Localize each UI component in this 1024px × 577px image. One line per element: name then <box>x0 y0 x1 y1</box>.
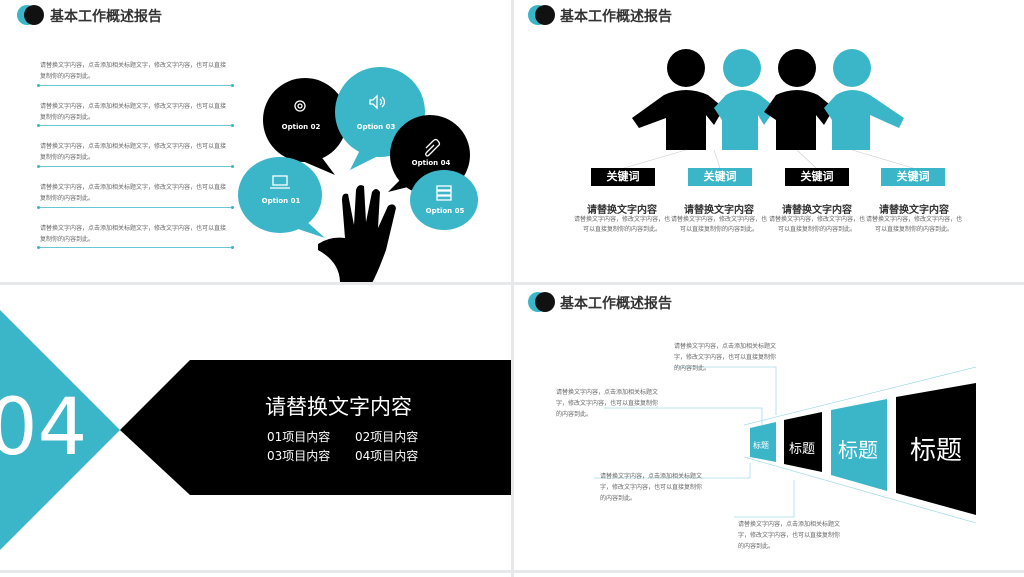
funnel-label: 标题 <box>753 441 769 450</box>
funnel-graphic <box>594 366 977 524</box>
description-text: 请替换文字内容，点击添加相关标题文字，修改文字内容，也可以直接复制你的内容到此。 <box>674 343 777 372</box>
description-text: 请替换文字内容，点击添加相关标题文字，修改文字内容，也可以直接复制你的内容到此。 <box>556 389 659 418</box>
option-05-label: Option 05 <box>425 207 465 215</box>
bubble-option-02 <box>263 78 347 162</box>
list-item: 请替换文字内容，点击添加相关标题文字，修改文字内容，也可以直接复制你的内容到此。 <box>40 103 227 121</box>
slide-4[interactable]: 基本工作概述报告 标题 标题 标题 标题 请替换文字内容，点击添加相关标题文字，… <box>514 285 1024 570</box>
option-04-label: Option 04 <box>411 159 451 167</box>
list-item: 请替换文字内容，点击添加相关标题文字，修改文字内容，也可以直接复制你的内容到此。 <box>40 184 227 202</box>
speech-bubbles-graphic <box>238 67 478 282</box>
keyword-badge: 关键词 <box>591 168 655 186</box>
bubble-option-01 <box>238 157 322 233</box>
section-item: 02项目内容 <box>355 430 419 444</box>
divider <box>37 206 234 209</box>
slide-3[interactable]: 04 请替换文字内容 01项目内容 02项目内容 03项目内容 04项目内容 <box>0 285 511 570</box>
column-text: 请替换文字内容，修改文字内容，也可以直接复制你的内容到此。 <box>768 216 865 233</box>
slide-6-partial[interactable] <box>514 573 1024 577</box>
description-text: 请替换文字内容，点击添加相关标题文字，修改文字内容，也可以直接复制你的内容到此。 <box>600 473 703 502</box>
header-logo-icon <box>17 5 44 25</box>
slide-title: 基本工作概述报告 <box>560 296 672 312</box>
speaker-icon <box>369 94 386 110</box>
column-heading: 请替换文字内容 <box>782 205 852 216</box>
section-item: 04项目内容 <box>355 449 419 463</box>
gear-icon <box>294 100 306 112</box>
option-01-label: Option 01 <box>261 197 301 205</box>
column-heading: 请替换文字内容 <box>587 205 657 216</box>
list-item: 请替换文字内容，点击添加相关标题文字，修改文字内容，也可以直接复制你的内容到此。 <box>40 143 227 161</box>
keyword-badge: 关键词 <box>688 168 752 186</box>
divider <box>37 246 234 249</box>
laptop-icon <box>272 175 288 186</box>
option-03-label: Option 03 <box>356 123 396 131</box>
column-text: 请替换文字内容，修改文字内容，也可以直接复制你的内容到此。 <box>573 216 670 233</box>
header-logo-icon <box>528 5 555 25</box>
keyword-badge: 关键词 <box>881 168 945 186</box>
column-heading: 请替换文字内容 <box>684 205 754 216</box>
hand-icon <box>318 185 396 282</box>
slide-2[interactable]: 基本工作概述报告 关键词 关键词 关键词 关键词 请替换文字内容 请替换文字内容… <box>514 0 1024 282</box>
divider <box>37 165 234 168</box>
database-icon <box>436 185 452 201</box>
slide-1[interactable]: 基本工作概述报告 请替换文字内容，点击添加相关标题文字，修改文字内容，也可以直接… <box>0 0 511 282</box>
column-text: 请替换文字内容，修改文字内容，也可以直接复制你的内容到此。 <box>670 216 767 233</box>
divider <box>37 124 234 127</box>
column-heading: 请替换文字内容 <box>879 205 949 216</box>
people-group-icon <box>623 49 914 169</box>
funnel-label: 标题 <box>910 436 963 466</box>
section-graphic <box>0 310 511 550</box>
divider <box>37 84 234 87</box>
header-logo-icon <box>528 292 555 312</box>
funnel-label: 标题 <box>838 438 878 462</box>
keyword-badge: 关键词 <box>785 168 849 186</box>
list-item: 请替换文字内容，点击添加相关标题文字，修改文字内容，也可以直接复制你的内容到此。 <box>40 62 227 80</box>
funnel-label: 标题 <box>789 442 816 457</box>
slide-title: 基本工作概述报告 <box>560 9 672 25</box>
paperclip-icon <box>425 138 441 157</box>
list-item: 请替换文字内容，点击添加相关标题文字，修改文字内容，也可以直接复制你的内容到此。 <box>40 225 227 243</box>
slide-5-partial[interactable] <box>0 573 511 577</box>
description-text: 请替换文字内容，点击添加相关标题文字，修改文字内容，也可以直接复制你的内容到此。 <box>738 521 841 550</box>
section-title: 请替换文字内容 <box>265 395 412 419</box>
section-number: 04 <box>0 383 88 473</box>
option-02-label: Option 02 <box>281 123 321 131</box>
slide-title: 基本工作概述报告 <box>50 9 162 25</box>
column-text: 请替换文字内容，修改文字内容，也可以直接复制你的内容到此。 <box>865 216 962 233</box>
section-item: 03项目内容 <box>267 449 331 463</box>
section-item: 01项目内容 <box>267 430 331 444</box>
